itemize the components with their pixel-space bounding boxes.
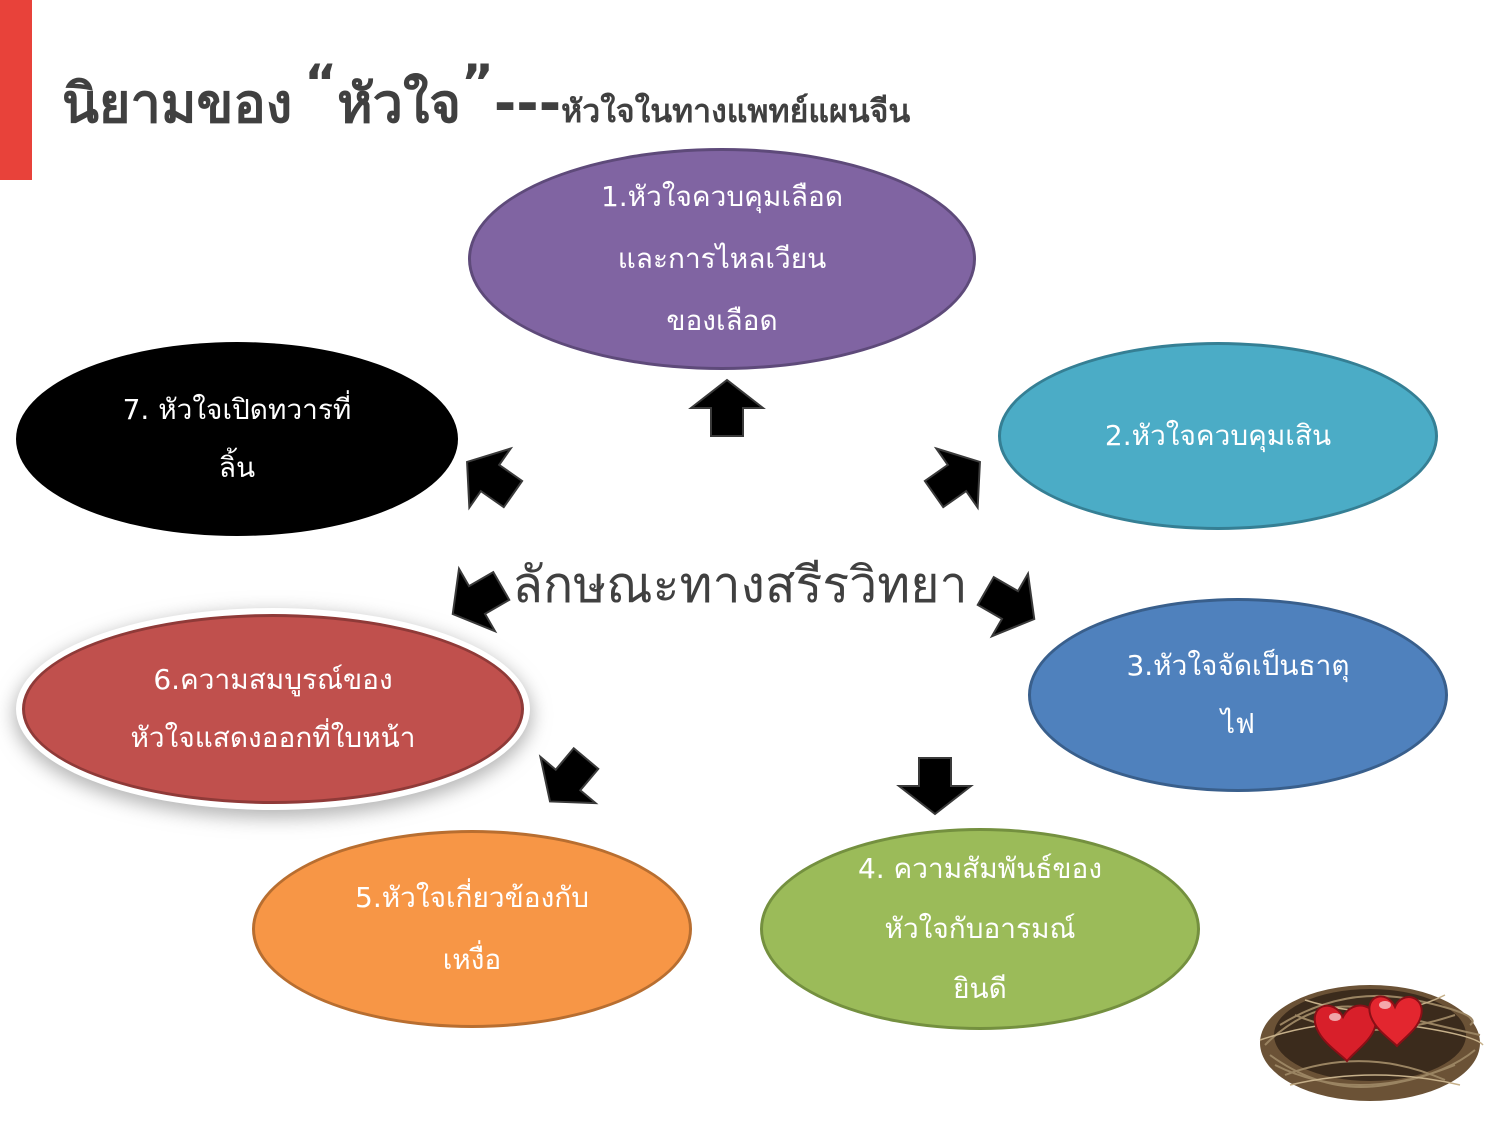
title-part1: นิยามของ [62, 72, 293, 135]
node-7-label: 7. หัวใจเปิดทวารที่ ลิ้น [122, 393, 352, 484]
node-5-label: 5.หัวใจเกี่ยวข้องกับ เหงื่อ [355, 881, 589, 976]
arrow-to-node-6 [433, 553, 521, 647]
arrow-to-node-5 [521, 734, 615, 826]
node-4-label: 4. ความสัมพันธ์ของ หัวใจกับอารมณ์ ยินดี [857, 852, 1103, 1005]
slide-title: นิยามของ“หัวใจ”---หัวใจในทางแพทย์แผนจีน [62, 54, 1062, 150]
center-label: ลักษณะทางสรีรวิทยา [512, 556, 968, 614]
title-close-quote: ” [461, 54, 494, 112]
arrow-to-node-2 [912, 431, 1002, 525]
node-3-label: 3.หัวใจจัดเป็นธาตุ ไฟ [1126, 649, 1350, 740]
node-5-sweat: 5.หัวใจเกี่ยวข้องกับ เหงื่อ [252, 830, 692, 1028]
node-2-shen-control: 2.หัวใจควบคุมเสิน [998, 342, 1438, 530]
node-2-label: 2.หัวใจควบคุมเสิน [1104, 419, 1332, 452]
node-3-fire-element: 3.หัวใจจัดเป็นธาตุ ไฟ [1028, 598, 1448, 792]
title-highlight: หัวใจ [337, 72, 461, 135]
arrow-to-node-1 [690, 379, 764, 437]
heart-nest-image [1259, 985, 1484, 1101]
node-6-face: 6.ความสมบูรณ์ของ หัวใจแสดงออกที่ใบหน้า [22, 614, 524, 804]
arrow-to-node-3 [966, 558, 1054, 652]
accent-bar [0, 0, 32, 180]
node-4-emotion-joy: 4. ความสัมพันธ์ของ หัวใจกับอารมณ์ ยินดี [760, 828, 1200, 1030]
arrow-to-node-7 [445, 431, 535, 525]
arrow-to-node-4 [898, 757, 972, 815]
node-1-label: 1.หัวใจควบคุมเลือด และการไหลเวียน ของเลื… [600, 180, 844, 337]
title-open-quote: “ [304, 54, 338, 112]
node-1-blood-circulation: 1.หัวใจควบคุมเลือด และการไหลเวียน ของเลื… [468, 148, 976, 370]
title-dashes: --- [493, 72, 562, 135]
node-7-tongue: 7. หัวใจเปิดทวารที่ ลิ้น [16, 342, 458, 536]
title-suffix: หัวใจในทางแพทย์แผนจีน [561, 92, 911, 130]
node-6-label: 6.ความสมบูรณ์ของ หัวใจแสดงออกที่ใบหน้า [130, 663, 416, 754]
